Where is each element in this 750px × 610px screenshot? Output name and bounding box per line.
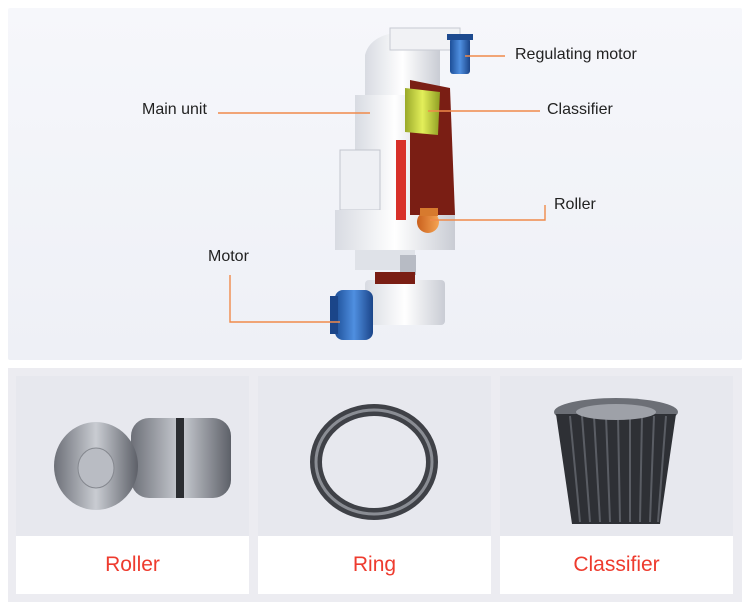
callout-regulating-motor: Regulating motor [515, 46, 637, 63]
classifier-part [405, 88, 440, 135]
motor-part [330, 290, 373, 340]
ring-icon [310, 404, 438, 520]
roller-part [417, 208, 439, 233]
parts-gallery: Roller Ring Classifier [8, 368, 742, 602]
base-unit [365, 255, 445, 325]
mill-diagram [218, 27, 546, 340]
roller-icon [54, 418, 231, 510]
card-caption: Ring [258, 536, 491, 594]
callout-main-unit: Main unit [142, 101, 207, 118]
leader-lines [218, 55, 546, 323]
callout-roller: Roller [554, 196, 596, 213]
callout-classifier: Classifier [547, 101, 613, 118]
part-card-classifier[interactable]: Classifier [500, 376, 733, 594]
part-card-ring[interactable]: Ring [258, 376, 491, 594]
regulating-motor-part [447, 34, 473, 74]
card-caption: Roller [16, 536, 249, 594]
classifier-icon [554, 398, 678, 524]
part-card-roller[interactable]: Roller [16, 376, 249, 594]
card-caption: Classifier [500, 536, 733, 594]
callout-motor: Motor [208, 248, 249, 265]
